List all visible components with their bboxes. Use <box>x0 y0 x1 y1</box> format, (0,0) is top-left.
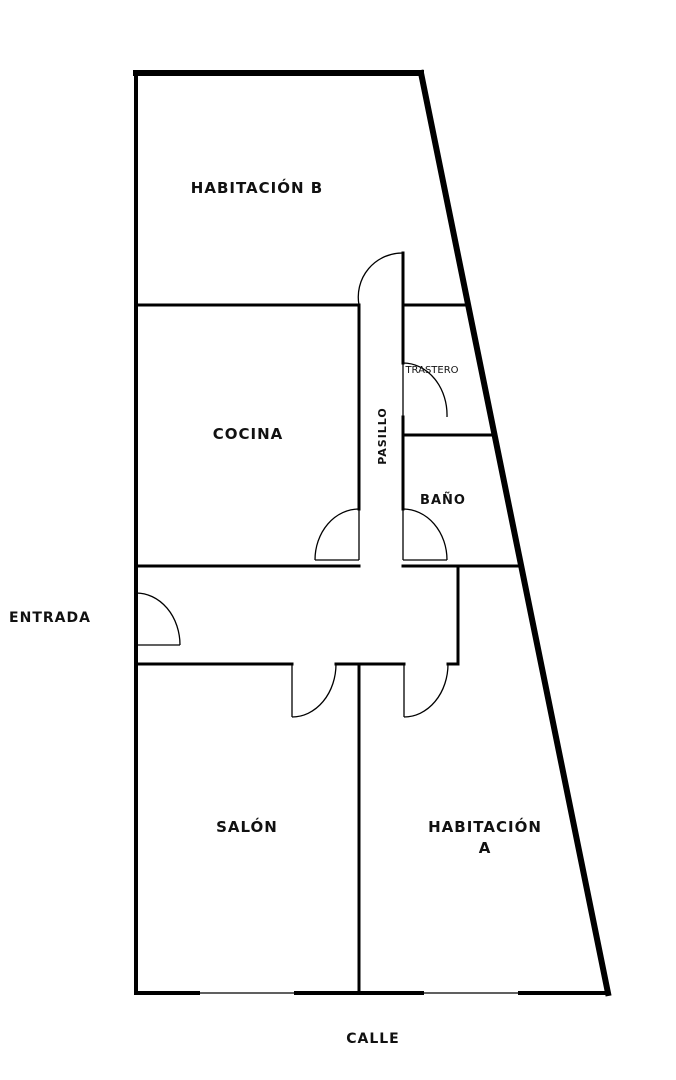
door-entrada <box>135 592 181 646</box>
label-calle: CALLE <box>346 1031 400 1047</box>
label-cocina: COCINA <box>213 425 284 443</box>
label-bano: BAÑO <box>420 492 466 508</box>
label-pasillo: PASILLO <box>376 407 389 465</box>
label-habitacion-a-line2: A <box>479 839 492 857</box>
doors <box>135 252 449 718</box>
outer-walls <box>133 69 612 997</box>
label-trastero: TRASTERO <box>404 365 458 376</box>
door-habitacion-b <box>357 252 404 306</box>
door-bano <box>402 508 448 561</box>
interior-walls <box>134 251 520 995</box>
label-salon: SALÓN <box>216 817 278 836</box>
door-salon <box>291 663 337 718</box>
label-habitacion-a-line1: HABITACIÓN <box>428 817 542 836</box>
door-cocina <box>314 508 360 561</box>
door-habitacion-a <box>403 663 449 718</box>
label-entrada: ENTRADA <box>9 610 91 626</box>
label-habitacion-b: HABITACIÓN B <box>191 178 323 197</box>
door-trastero <box>402 362 448 418</box>
